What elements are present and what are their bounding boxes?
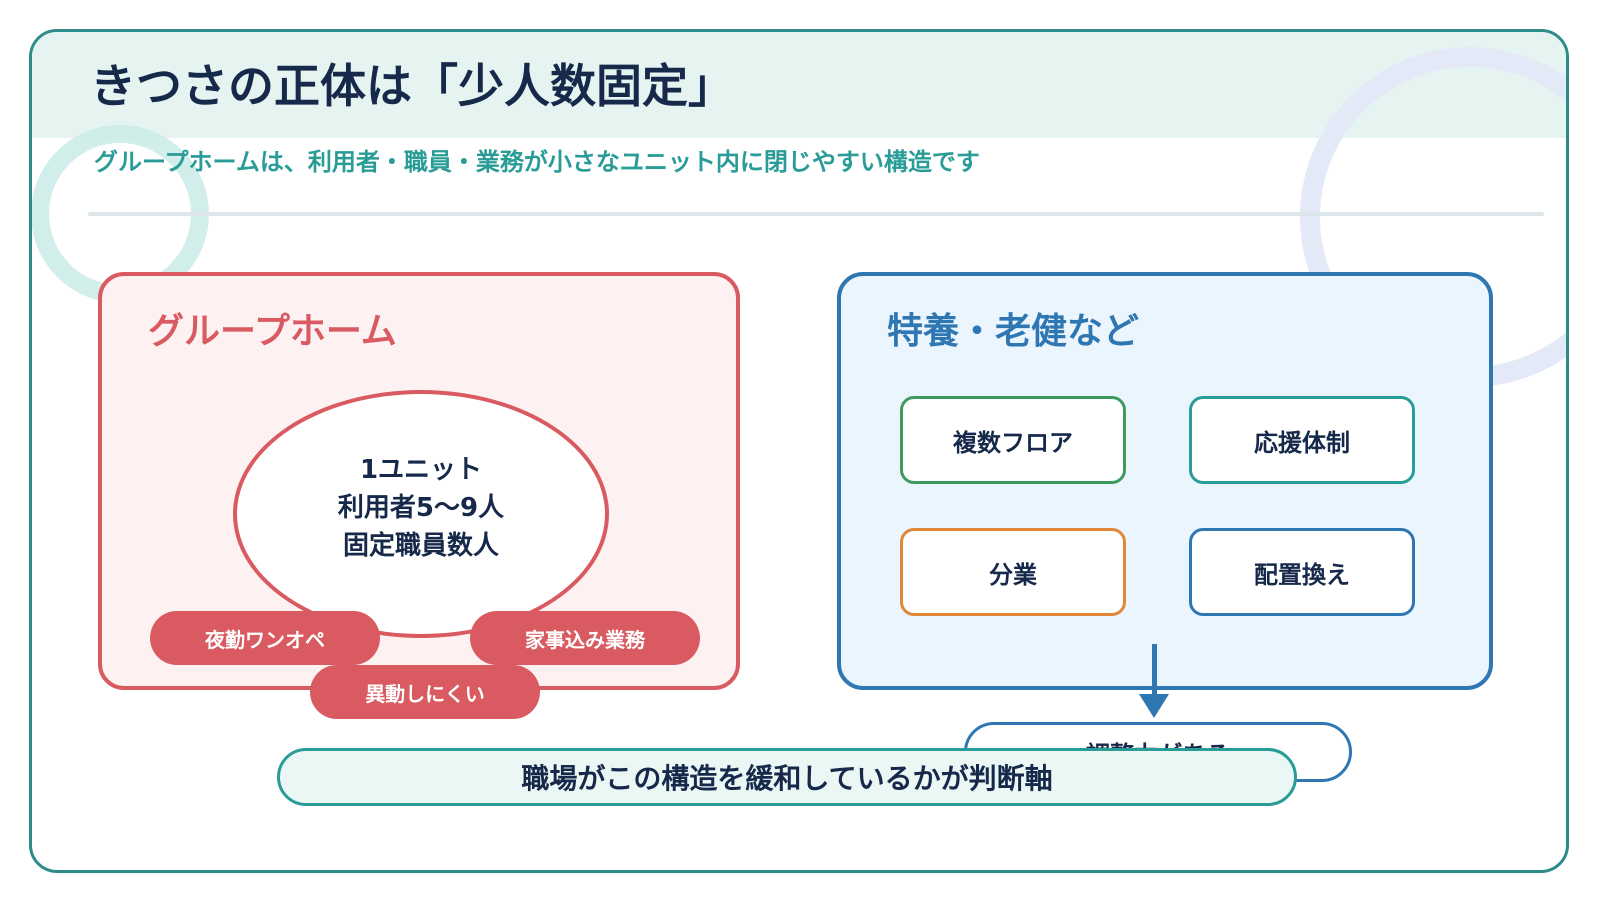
unit-circle: 1ユニット 利用者5〜9人 固定職員数人 [233, 390, 609, 638]
unit-line: 固定職員数人 [342, 531, 499, 561]
conclusion-banner: 職場がこの構造を緩和しているかが判断軸 [277, 748, 1297, 806]
option-division-of-labor: 分業 [900, 528, 1126, 616]
unit-line: 利用者5〜9人 [337, 493, 505, 523]
option-reassignment: 配置換え [1189, 528, 1415, 616]
pill-housework-duties: 家事込み業務 [470, 611, 700, 665]
slide-subtitle: グループホームは、利用者・職員・業務が小さなユニット内に閉じやすい構造です [94, 148, 980, 176]
pill-night-shift-solo: 夜勤ワンオペ [150, 611, 380, 665]
pill-hard-to-transfer: 異動しにくい [310, 665, 540, 719]
arrow-down-icon [1139, 694, 1169, 718]
facilities-title: 特養・老健など [887, 311, 1140, 352]
group-home-title: グループホーム [148, 311, 397, 352]
slide-title: きつさの正体は「少人数固定」 [90, 59, 734, 113]
slide-frame: きつさの正体は「少人数固定」 グループホームは、利用者・職員・業務が小さなユニッ… [29, 29, 1569, 873]
unit-line: 1ユニット [359, 455, 483, 485]
option-support-system: 応援体制 [1189, 396, 1415, 484]
arrow-shaft [1152, 644, 1157, 696]
divider [88, 212, 1544, 216]
option-multiple-floors: 複数フロア [900, 396, 1126, 484]
